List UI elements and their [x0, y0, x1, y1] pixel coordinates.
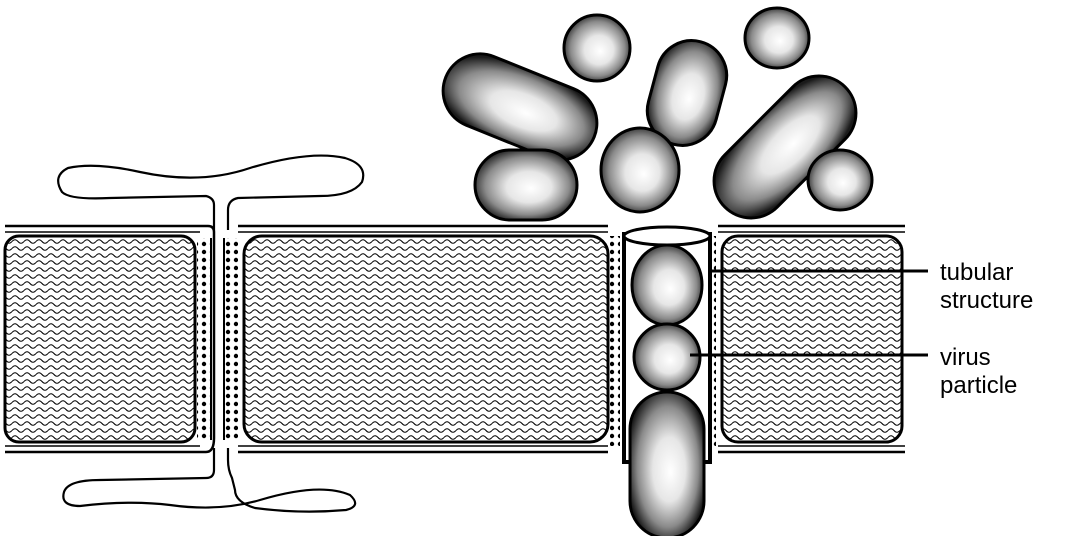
label-virus-particle: virus particle [940, 344, 1017, 400]
label-tubular-structure: tubular structure [940, 259, 1033, 315]
virus-particle-tube-1 [632, 245, 702, 325]
virus-particle-tube-2 [634, 324, 700, 390]
virus-particle-sphere-2 [745, 8, 809, 68]
label-virus-particle-line1: virus [940, 344, 1017, 372]
virus-particle-sphere-4 [808, 150, 872, 210]
virus-particle-tube-3 [630, 392, 704, 536]
virus-particles-free [432, 8, 872, 233]
label-tubular-structure-line2: structure [940, 287, 1033, 315]
label-virus-particle-line2: particle [940, 372, 1017, 400]
cell-left [5, 236, 195, 442]
cell-middle [244, 236, 608, 442]
virus-particle-rod-4 [475, 150, 577, 220]
label-tubular-structure-line1: tubular [940, 259, 1033, 287]
virus-particle-sphere-1 [564, 15, 630, 81]
cell-right [722, 236, 902, 442]
virus-particle-sphere-3 [601, 128, 679, 212]
